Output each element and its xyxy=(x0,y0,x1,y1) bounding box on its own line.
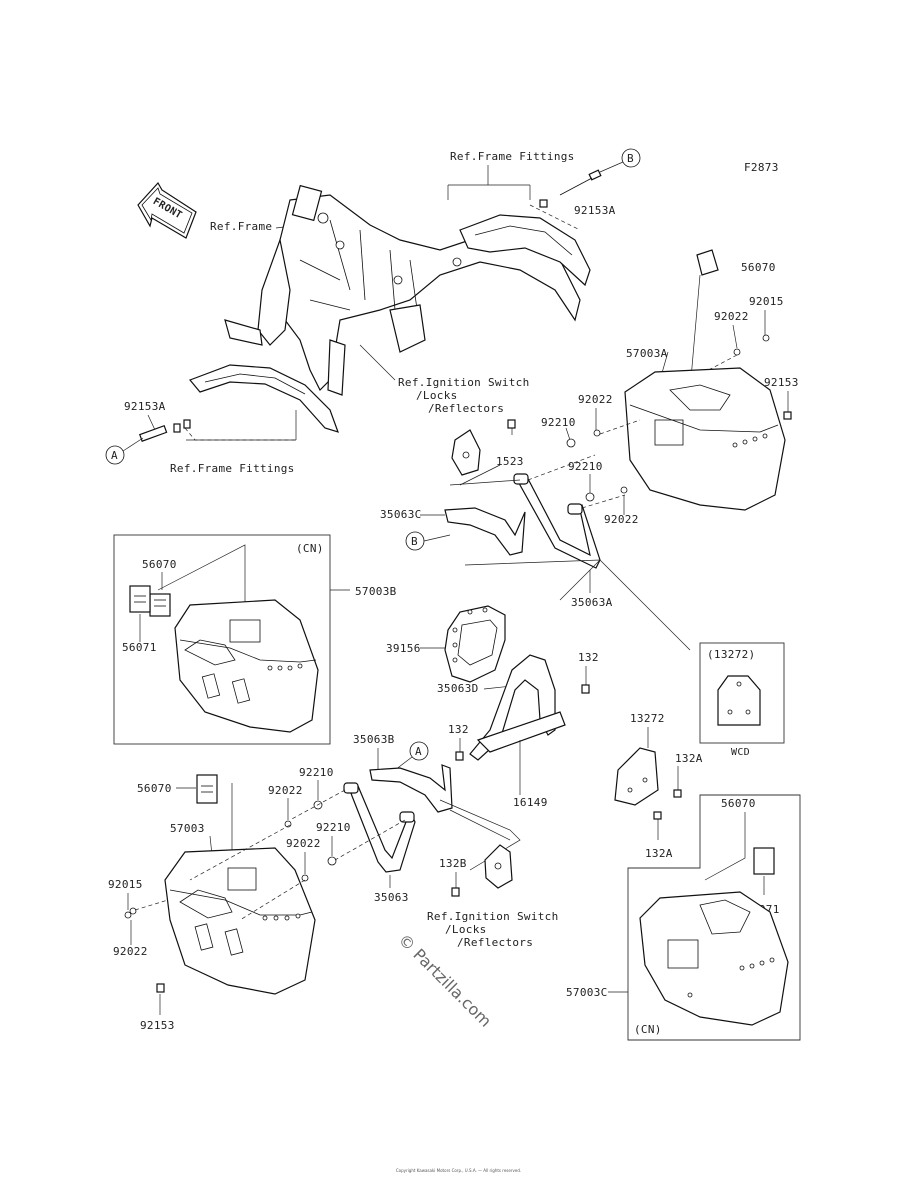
part-132b: 132B xyxy=(439,857,467,870)
ref-ignition-bottom-2: /Locks xyxy=(445,923,487,936)
backrest-pad-39156 xyxy=(444,605,506,683)
part-92022-right-1: 92022 xyxy=(714,310,749,323)
front-arrow-icon: FRONT xyxy=(137,181,197,239)
part-57003b: 57003B xyxy=(355,585,397,598)
part-56070-right: 56070 xyxy=(741,261,776,274)
part-57003a: 57003A xyxy=(626,347,668,360)
saddlebag-57003 xyxy=(164,847,316,995)
part-92210-left-2: 92210 xyxy=(316,821,351,834)
ref-frame: Ref.Frame xyxy=(210,220,272,233)
ref-ignition-top-1: Ref.Ignition Switch xyxy=(398,376,530,389)
copyright-footer: Copyright Kawasaki Motors Corp., U.S.A. … xyxy=(395,1168,522,1173)
part-57003c: 57003C xyxy=(566,986,608,999)
svg-text:B: B xyxy=(627,152,634,165)
ref-ignition-top-3: /Reflectors xyxy=(428,402,504,415)
part-132-top: 132 xyxy=(578,651,599,664)
wcd-label: WCD xyxy=(731,747,750,758)
bolt-92153a-top xyxy=(539,169,602,208)
svg-text:B: B xyxy=(411,535,418,548)
saddlebag-57003b xyxy=(174,599,319,733)
part-13272: 13272 xyxy=(630,712,665,725)
bolt-92153a-left xyxy=(138,419,191,442)
plate-13272-wcd xyxy=(717,675,761,726)
part-92022-right-2: 92022 xyxy=(578,393,613,406)
part-132a-1: 132A xyxy=(675,752,703,765)
part-57003: 57003 xyxy=(170,822,205,835)
wcd-code: (13272) xyxy=(707,648,755,661)
saddlebag-57003a xyxy=(624,367,786,511)
rail-35063 xyxy=(343,782,416,873)
part-56070-left: 56070 xyxy=(137,782,172,795)
ref-ignition-top-2: /Locks xyxy=(416,389,458,402)
ref-frame-fittings-bottom: Ref.Frame Fittings xyxy=(170,462,295,475)
callout-b-mid: B xyxy=(405,531,425,551)
part-132a-2: 132A xyxy=(645,847,673,860)
callout-b-top: B xyxy=(621,148,641,168)
part-1523: 1523 xyxy=(496,455,524,468)
part-56071-cn: 56071 xyxy=(122,641,157,654)
part-92153a-left: 92153A xyxy=(124,400,166,413)
part-92153-right: 92153 xyxy=(764,376,799,389)
part-35063: 35063 xyxy=(374,891,409,904)
sticker-56071-bottom-right xyxy=(753,847,775,875)
part-92022-left-1: 92022 xyxy=(268,784,303,797)
svg-text:A: A xyxy=(111,449,118,462)
cn-top-label: (CN) xyxy=(296,542,324,555)
saddlebag-57003c xyxy=(639,891,789,1026)
ref-ignition-bottom-1: Ref.Ignition Switch xyxy=(427,910,559,923)
ref-ignition-bottom-3: /Reflectors xyxy=(457,936,533,949)
wcd-box xyxy=(699,642,785,744)
cn-box-bottom xyxy=(627,794,801,1041)
part-92015-right: 92015 xyxy=(749,295,784,308)
callout-a-left: A xyxy=(105,445,125,465)
part-56070-cn: 56070 xyxy=(142,558,177,571)
ref-frame-fittings-top: Ref.Frame Fittings xyxy=(450,150,575,163)
rail-35063a xyxy=(513,473,601,569)
figure-code: F2873 xyxy=(744,161,779,174)
sticker-56070-cn xyxy=(149,593,171,617)
part-35063d: 35063D xyxy=(437,682,479,695)
frame-fitting-lower xyxy=(188,364,339,433)
plate-13272 xyxy=(614,747,659,806)
part-92153a-top: 92153A xyxy=(574,204,616,217)
part-56070-bottom-right: 56070 xyxy=(721,797,756,810)
bracket-ignition-top xyxy=(451,429,481,476)
part-92210-right-1: 92210 xyxy=(541,416,576,429)
sticker-56070-left xyxy=(196,774,218,804)
part-35063c: 35063C xyxy=(380,508,422,521)
bracket-ignition-bottom xyxy=(484,844,513,889)
part-92022-left-2: 92022 xyxy=(286,837,321,850)
part-92210-right-2: 92210 xyxy=(568,460,603,473)
plate-16149 xyxy=(476,711,566,795)
part-16149: 16149 xyxy=(513,796,548,809)
part-35063b: 35063B xyxy=(353,733,395,746)
callout-a-mid: A xyxy=(409,741,429,761)
part-39156: 39156 xyxy=(386,642,421,655)
part-35063a: 35063A xyxy=(571,596,613,609)
part-92015-left: 92015 xyxy=(108,878,143,891)
sticker-56071-cn xyxy=(129,585,151,613)
part-92153-left: 92153 xyxy=(140,1019,175,1032)
bracket-35063c xyxy=(444,507,526,556)
part-92022-right-3: 92022 xyxy=(604,513,639,526)
backrest-frame-35063d xyxy=(469,654,556,761)
part-92210-left-1: 92210 xyxy=(299,766,334,779)
rear-fender-upper xyxy=(459,214,591,287)
cn-box-top xyxy=(113,534,331,745)
cn-bottom-label: (CN) xyxy=(634,1023,662,1036)
bracket-35063b xyxy=(369,764,453,813)
part-132-mid: 132 xyxy=(448,723,469,736)
part-92022-left-3: 92022 xyxy=(113,945,148,958)
svg-text:A: A xyxy=(415,745,422,758)
